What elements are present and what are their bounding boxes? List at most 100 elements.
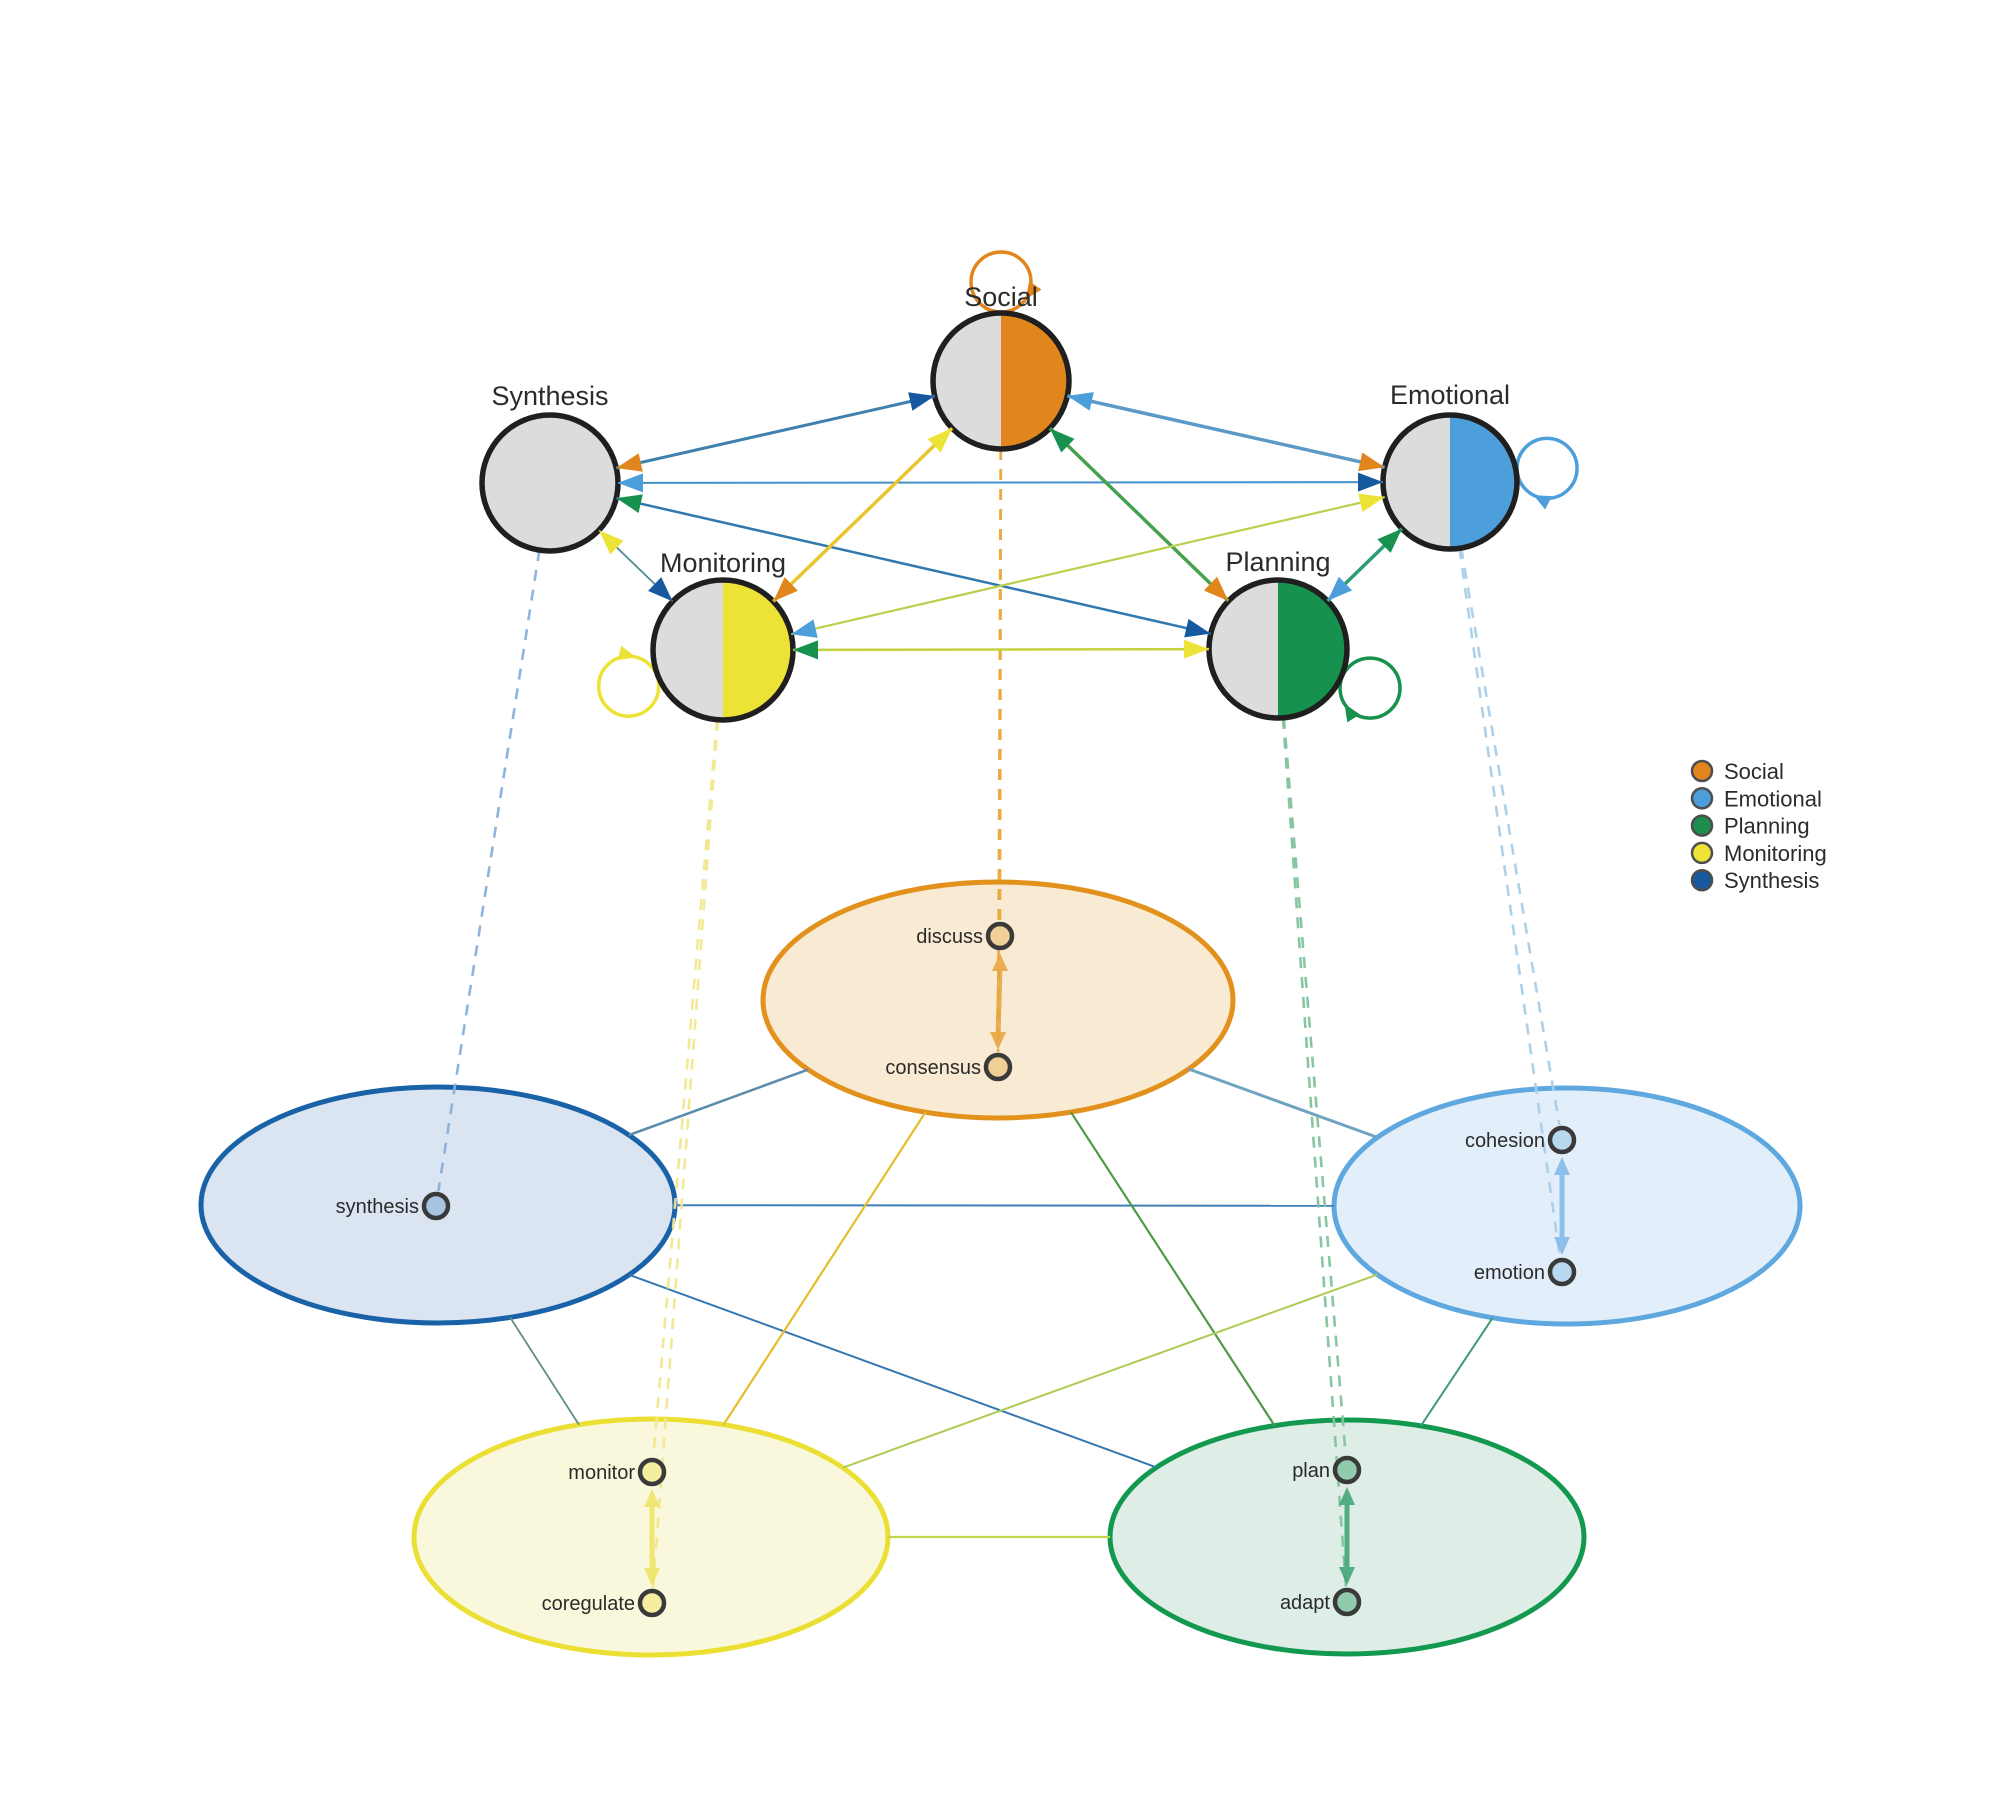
legend-label: Planning — [1724, 814, 1810, 839]
top-edge-social-planning — [1048, 427, 1230, 603]
edge-arrow-icon — [792, 640, 819, 660]
projection-emotional-to-cohesion — [1459, 547, 1561, 1126]
monitoring-group-internal-arrow — [644, 1489, 660, 1586]
sub-node-emotion — [1547, 1257, 1577, 1287]
top-node-synthesis — [479, 412, 621, 554]
edge-arrow-icon — [1183, 639, 1210, 659]
loop-arrow-icon — [617, 645, 636, 661]
loop-arrow-icon — [1344, 703, 1360, 723]
group-edge-synthesis-group-social-group — [628, 1068, 809, 1137]
projection-planning-to-plan — [1282, 717, 1348, 1456]
top-edge-emotional-monitoring — [790, 493, 1385, 638]
emotional-half-fill — [1450, 415, 1517, 549]
group-edge-synthesis-group-planning-group — [628, 1273, 1157, 1469]
loop-arrow-icon — [1025, 280, 1042, 300]
top-edge-synthesis-emotional — [617, 472, 1384, 493]
legend-label: Emotional — [1724, 786, 1822, 811]
group-edge-social-group-monitoring-group — [722, 1111, 927, 1426]
edge-arrow-icon — [1327, 576, 1353, 601]
projection-monitoring-to-coregulate — [651, 719, 720, 1589]
edge-arrow-icon — [616, 494, 643, 513]
top-node-monitoring — [650, 577, 796, 723]
edge-arrow-icon — [773, 577, 798, 602]
sub-node-label-adapt: adapt — [1280, 1592, 1330, 1614]
sub-node-label-cohesion: cohesion — [1465, 1130, 1545, 1152]
group-edge-emotional-group-monitoring-group — [842, 1273, 1378, 1469]
top-edge-social-monitoring — [772, 427, 954, 603]
sub-node-label-discuss: discuss — [916, 926, 983, 948]
legend-marker-icon — [1690, 759, 1714, 783]
legend-item-monitoring: Monitoring — [1690, 841, 1827, 866]
arrow-down-icon — [1339, 1567, 1355, 1585]
edge-arrow-icon — [927, 428, 953, 453]
top-node-label-synthesis: Synthesis — [491, 381, 608, 411]
loop-arrow-icon — [1533, 495, 1552, 510]
edge-arrow-icon — [617, 473, 644, 493]
arrow-up-icon — [1554, 1157, 1570, 1175]
arrow-down-icon — [1554, 1237, 1570, 1255]
planning-half-fill — [1278, 580, 1347, 718]
group-edges — [509, 1067, 1494, 1539]
top-node-label-planning: Planning — [1225, 547, 1330, 577]
top-node-label-social: Social — [964, 282, 1038, 312]
sub-node-synthesis-node — [421, 1191, 451, 1221]
legend-label: Social — [1724, 759, 1784, 784]
sub-node-cohesion — [1547, 1125, 1577, 1155]
sub-node-consensus — [983, 1052, 1013, 1082]
legend-marker-icon — [1690, 787, 1714, 810]
projection-links — [437, 448, 1562, 1589]
sub-node-label-emotion: emotion — [1474, 1262, 1545, 1284]
legend-item-synthesis: Synthesis — [1690, 868, 1819, 893]
sub-node-label-synthesis-node: synthesis — [336, 1196, 419, 1218]
legend-item-planning: Planning — [1690, 814, 1810, 839]
top-edge-synthesis-planning — [616, 494, 1212, 638]
top-nodes — [479, 310, 1520, 723]
top-edges — [598, 392, 1404, 660]
arrow-up-icon — [644, 1489, 660, 1507]
group-edge-social-group-planning-group — [1069, 1111, 1276, 1427]
legend-item-emotional: Emotional — [1690, 786, 1822, 811]
edge-arrow-icon — [1203, 576, 1229, 602]
edge-arrow-icon — [1067, 392, 1094, 411]
arrow-down-icon — [990, 1032, 1006, 1050]
legend-marker-icon — [1690, 841, 1714, 865]
top-edge-synthesis-social — [615, 392, 936, 472]
planning-self-loop — [1338, 656, 1402, 723]
top-node-social — [930, 310, 1072, 452]
top-edge-emotional-planning — [1326, 527, 1404, 603]
edge-arrow-icon — [648, 577, 673, 602]
top-node-planning — [1206, 577, 1350, 721]
top-edge-synthesis-monitoring — [598, 529, 674, 603]
projection-social-to-consensus — [996, 448, 1003, 1053]
edge-arrow-icon — [1377, 528, 1402, 553]
sub-nodes: discuss consensus synthesis cohesion emotion… — [336, 921, 1577, 1618]
top-edge-monitoring-planning — [792, 639, 1210, 660]
social-half-fill — [1001, 313, 1069, 449]
sub-node-discuss — [985, 921, 1015, 951]
top-edge-social-emotional — [1066, 392, 1386, 472]
legend-marker-icon — [1690, 814, 1714, 837]
group-edge-synthesis-group-emotional-group — [674, 1204, 1335, 1207]
sub-node-label-consensus: consensus — [885, 1057, 981, 1079]
social-group-internal-arrow — [990, 953, 1008, 1050]
sub-node-label-plan: plan — [1292, 1460, 1330, 1482]
projection-planning-to-adapt — [1281, 717, 1348, 1588]
emotional-self-loop — [1515, 436, 1579, 510]
group-edge-synthesis-group-monitoring-group — [509, 1316, 580, 1426]
planning-group-internal-arrow — [1339, 1487, 1355, 1585]
group-internal-arrows — [644, 953, 1570, 1586]
emotional-group-ellipse — [1331, 1085, 1803, 1327]
legend-marker-icon — [1690, 868, 1714, 892]
monitoring-self-loop — [596, 645, 661, 718]
top-node-label-monitoring: Monitoring — [660, 548, 786, 578]
group-edge-emotional-group-planning-group — [1420, 1317, 1494, 1427]
edge-arrow-icon — [1049, 428, 1075, 453]
edge-arrow-icon — [908, 392, 935, 411]
legend-label: Monitoring — [1724, 841, 1827, 866]
top-node-emotional — [1380, 412, 1520, 552]
sub-node-monitor — [637, 1457, 667, 1487]
edge-arrow-icon — [1358, 493, 1385, 512]
